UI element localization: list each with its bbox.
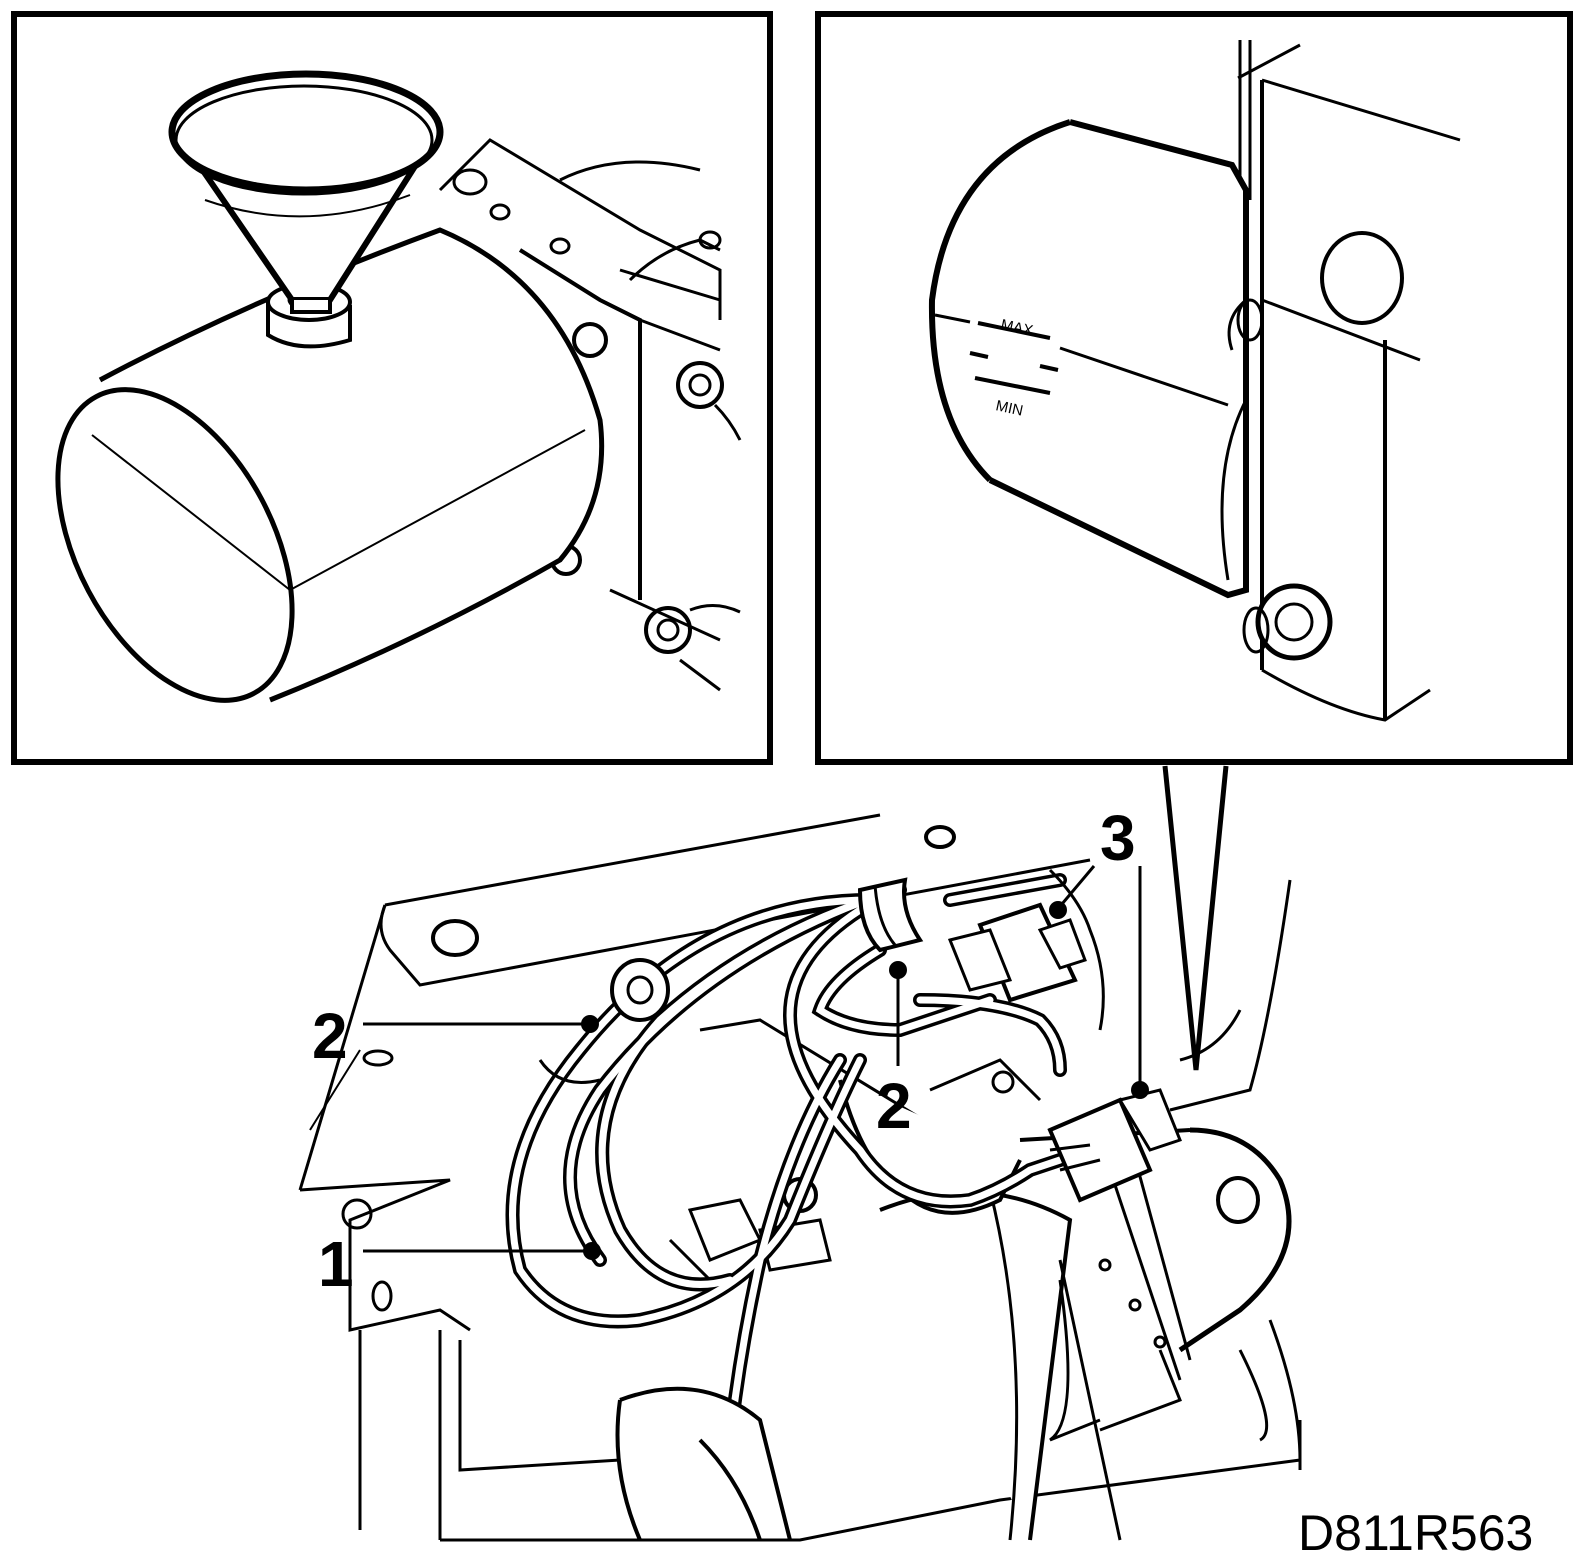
leader-line-3-upper	[1060, 865, 1096, 905]
leader-dot-2-center	[889, 961, 907, 979]
leader-dot-3-lower	[1131, 1081, 1149, 1099]
reservoir-tank-side	[988, 119, 1249, 599]
level-line	[1059, 346, 1229, 407]
level-max-mark	[977, 321, 1051, 340]
callout-1: 1	[318, 1228, 354, 1300]
leader-dot-1	[583, 1242, 601, 1260]
funnel-icon	[168, 70, 444, 314]
min-label: MIN	[994, 397, 1024, 419]
level-line-upper-left	[934, 313, 971, 324]
detail-pointer	[1162, 765, 1229, 1071]
level-min-mark	[974, 376, 1051, 395]
leader-dot-3-upper	[1049, 901, 1067, 919]
panel-oil-level: MAX MIN	[815, 11, 1573, 765]
callout-2-center: 2	[876, 1070, 912, 1142]
callout-2-left: 2	[312, 1000, 348, 1072]
pump-assembly	[298, 813, 1302, 1542]
panel-fill-funnel	[11, 11, 773, 765]
figure-reference: D811R563	[1298, 1505, 1533, 1561]
callout-3: 3	[1100, 802, 1136, 874]
tank-end-cap	[55, 387, 295, 703]
leader-dot-2-left	[581, 1015, 599, 1033]
callout-group: 2 1 2 3	[312, 802, 1149, 1300]
max-label: MAX	[999, 316, 1034, 339]
connector-lower	[1047, 1097, 1153, 1203]
